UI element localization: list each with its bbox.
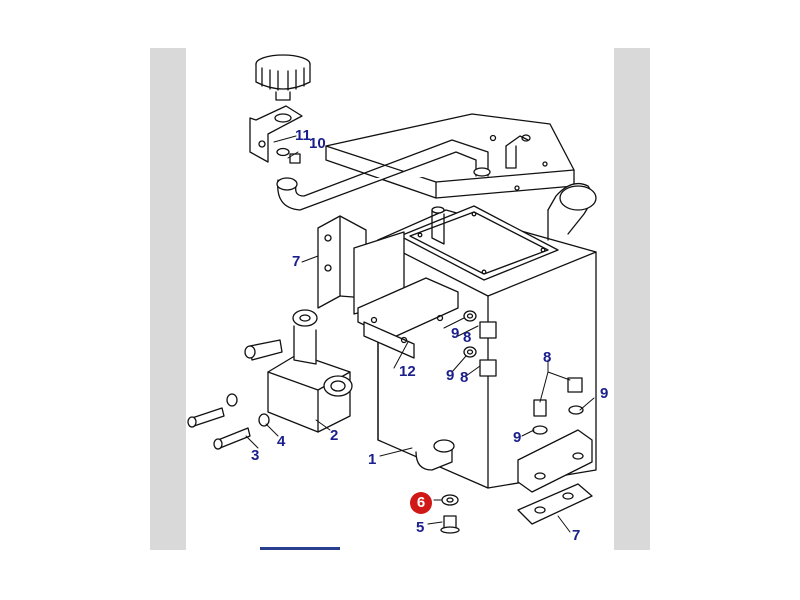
- elbow-fitting: [505, 134, 531, 169]
- breather-bracket: [249, 105, 303, 163]
- callout-1: 1: [368, 451, 377, 468]
- callout-8-upper: 8: [463, 329, 472, 346]
- callout-3: 3: [251, 447, 260, 464]
- filler-flange: [399, 205, 559, 281]
- tank-side-bolts: [463, 310, 497, 377]
- bottom-bracket-upper: [517, 429, 593, 493]
- page-bottom-marker: [260, 547, 340, 550]
- page-margin-left: [150, 48, 186, 550]
- callout-12: 12: [399, 363, 416, 380]
- valve-block: [244, 309, 353, 433]
- callout-9-upper: 9: [451, 325, 460, 342]
- side-mount-plate: [317, 215, 405, 315]
- callout-8-right: 8: [543, 349, 552, 366]
- callout-8-mid: 8: [460, 369, 469, 386]
- return-pipe: [276, 139, 491, 211]
- callout-7-right: 7: [572, 527, 581, 544]
- leader-lines: [245, 135, 595, 533]
- page-margin-right: [614, 48, 650, 550]
- callout-11: 11: [295, 127, 311, 144]
- callout-4: 4: [277, 433, 286, 450]
- bottom-bracket-lower: [517, 483, 593, 525]
- breather-cap: [255, 54, 311, 101]
- bracket-plate-12: [357, 277, 459, 359]
- drain-elbow: [415, 439, 455, 471]
- valve-bolts: [187, 393, 270, 450]
- right-bolts: [532, 377, 584, 435]
- callout-7-left: 7: [292, 253, 301, 270]
- callout-10: 10: [309, 135, 326, 152]
- callout-2: 2: [330, 427, 339, 444]
- callout-6-highlighted[interactable]: 6: [410, 492, 432, 514]
- bolt-washer-10: [276, 147, 301, 164]
- drain-plug: [440, 494, 460, 534]
- callout-9-right: 9: [600, 385, 609, 402]
- callout-9-mid: 9: [446, 367, 455, 384]
- callout-9-lower: 9: [513, 429, 522, 446]
- suction-port: [547, 182, 597, 241]
- callout-5: 5: [416, 519, 425, 536]
